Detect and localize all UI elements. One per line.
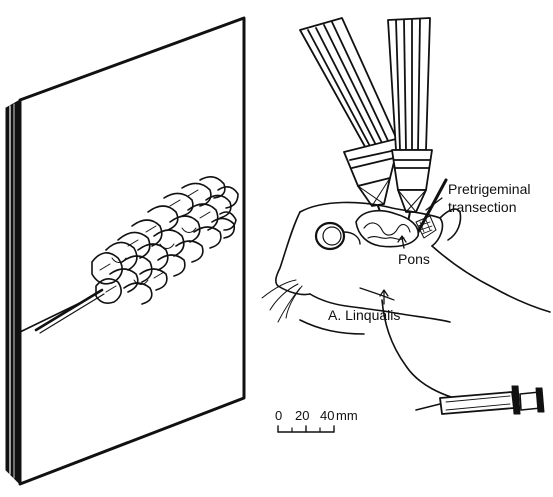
syringe-flange [512, 386, 520, 414]
neck-back [432, 246, 550, 312]
scale-unit-label: mm [336, 408, 358, 423]
microscope-tubes [300, 18, 432, 222]
pretrigeminal-label-line2: transection [448, 199, 516, 215]
pons-label: Pons [398, 251, 430, 267]
screen-edge [6, 100, 20, 484]
scale-bar: 0 20 40 mm [275, 408, 358, 432]
scale-tick-label-20: 20 [295, 408, 309, 423]
syringe-barrel [440, 392, 514, 414]
pretrigeminal-label-line1: Pretrigeminal [448, 181, 530, 197]
scale-tick-label-40: 40 [320, 408, 334, 423]
artery-label: A. Linqualis [328, 307, 400, 323]
whiskers [262, 280, 302, 322]
snout-profile [276, 212, 310, 295]
rabbit-head [262, 202, 550, 334]
scale-tick-label-0: 0 [275, 408, 282, 423]
cannula-assembly [382, 300, 544, 414]
screen-face [20, 18, 244, 484]
projection-screen [6, 18, 244, 484]
